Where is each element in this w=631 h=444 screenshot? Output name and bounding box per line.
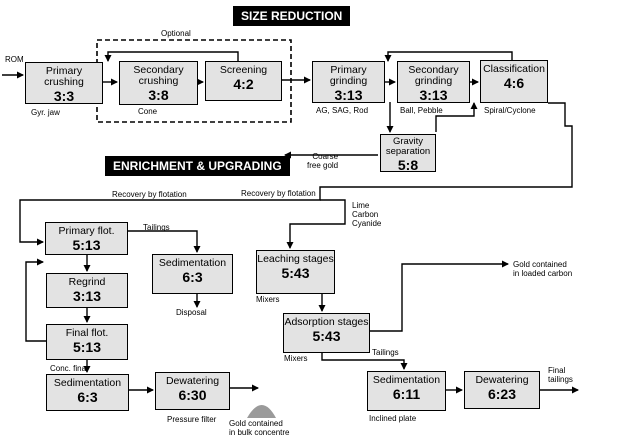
box-code: 4:2 xyxy=(233,76,254,92)
box-screening: Screening 4:2 xyxy=(205,61,282,101)
arrow-classification-return xyxy=(384,51,513,62)
optional-dashed-region xyxy=(96,39,292,123)
box-primary-grinding: Primary grinding 3:13 xyxy=(312,61,385,103)
label-recovery-flotation-1: Recovery by flotation xyxy=(241,189,316,198)
arrow-tailings-to-sedimentation xyxy=(128,230,201,253)
box-name: Classification xyxy=(483,63,545,75)
arrow-screening-return xyxy=(104,51,239,62)
label-cone: Cone xyxy=(138,107,158,116)
label-lime-carbon-cyanide: Lime Carbon Cyanide xyxy=(352,201,381,228)
box-code: 6:11 xyxy=(392,386,421,402)
box-name: Adsorption stages xyxy=(284,316,369,328)
label-ball-pebble: Ball, Pebble xyxy=(400,106,443,115)
box-code: 5:8 xyxy=(397,157,419,173)
box-code: 5:13 xyxy=(72,339,102,355)
label-line: Gold contained xyxy=(513,260,567,269)
box-code: 5:43 xyxy=(312,328,341,344)
box-code: 3:3 xyxy=(53,88,75,104)
box-name: Final flot. xyxy=(65,327,109,339)
label-line: in bulk concentre xyxy=(229,428,290,437)
box-name: Secondary grinding xyxy=(408,64,459,87)
label-inclined-plate: Inclined plate xyxy=(369,414,417,423)
box-regrind: Regrind 3:13 xyxy=(46,273,128,308)
box-classification: Classification 4:6 xyxy=(480,60,548,103)
arrow-classification-out xyxy=(19,102,573,246)
box-name: Sedimentation xyxy=(158,257,227,269)
label-line: Gold contained xyxy=(229,419,283,428)
box-name: Regrind xyxy=(68,276,106,288)
label-pressure-filter: Pressure filter xyxy=(167,415,217,424)
box-code: 3:8 xyxy=(148,87,169,103)
label-ag-sag-rod: AG, SAG, Rod xyxy=(316,106,369,115)
box-final-flot: Final flot. 5:13 xyxy=(46,324,128,360)
label-mixers-2: Mixers xyxy=(284,354,308,363)
box-code: 6:23 xyxy=(487,386,517,402)
label-gold-loaded-carbon: Gold contained in loaded carbon xyxy=(513,260,572,278)
box-primary-flot: Primary flot. 5:13 xyxy=(45,222,128,255)
label-disposal: Disposal xyxy=(176,308,207,317)
label-line: Final xyxy=(548,366,566,375)
box-secondary-grinding: Secondary grinding 3:13 xyxy=(397,61,470,103)
box-code: 3:13 xyxy=(334,87,363,103)
label-tailings-2: Tailings xyxy=(372,348,399,357)
label-rom: ROM xyxy=(5,55,24,64)
label-final-tailings: Final tailings xyxy=(548,366,573,384)
box-code: 3:13 xyxy=(419,87,448,103)
box-dewatering-left: Dewatering 6:30 xyxy=(155,372,230,410)
box-name: Leaching stages xyxy=(257,253,334,265)
box-adsorption-stages: Adsorption stages 5:43 xyxy=(283,313,370,353)
label-mixers-1: Mixers xyxy=(256,295,280,304)
arrow-adsorption-tailings xyxy=(321,353,408,370)
box-leaching-stages: Leaching stages 5:43 xyxy=(256,250,335,294)
label-gold-bulk-concentrate: Gold contained in bulk concentre xyxy=(229,419,289,437)
box-name: Sedimentation xyxy=(53,377,122,389)
label-conc-final: Conc. final xyxy=(50,364,88,373)
box-code: 6:30 xyxy=(178,387,207,403)
arrow-adsorption-gold-carbon xyxy=(370,260,509,332)
box-name: Primary grinding xyxy=(329,64,368,87)
arrow-final-flot-return xyxy=(25,258,46,342)
box-code: 3:13 xyxy=(72,288,102,304)
box-name: Primary flot. xyxy=(58,225,115,237)
box-name: Sedimentation xyxy=(372,374,441,386)
arrow-gravity-return xyxy=(435,102,478,132)
box-name: Primary crushing xyxy=(44,65,84,88)
box-name: Screening xyxy=(219,64,268,76)
box-sedimentation-left: Sedimentation 6:3 xyxy=(46,374,129,411)
label-spiral-cyclone: Spiral/Cyclone xyxy=(484,106,536,115)
arrow-to-leaching xyxy=(286,199,346,249)
box-code: 5:43 xyxy=(281,265,310,281)
label-line: Carbon xyxy=(352,210,379,219)
box-primary-crushing: Primary crushing 3:3 xyxy=(25,62,103,104)
box-dewatering-right: Dewatering 6:23 xyxy=(464,371,540,409)
box-secondary-crushing: Secondary crushing 3:8 xyxy=(119,61,198,105)
box-name: Dewatering xyxy=(475,374,529,386)
label-line: free gold xyxy=(307,161,339,170)
section-header-enrichment: ENRICHMENT & UPGRADING xyxy=(105,156,290,176)
section-header-size-reduction: SIZE REDUCTION xyxy=(233,6,351,26)
box-code: 4:6 xyxy=(503,75,525,91)
label-tailings-1: Tailings xyxy=(143,223,170,232)
label-gyr-jaw: Gyr. jaw xyxy=(31,108,60,117)
label-line: Cyanide xyxy=(352,219,382,228)
label-line: in loaded carbon xyxy=(513,269,573,278)
label-line: Lime xyxy=(352,201,370,210)
box-gravity-separation: Gravity separation 5:8 xyxy=(380,134,436,173)
box-code: 5:13 xyxy=(72,237,101,253)
box-name: Secondary crushing xyxy=(133,64,184,87)
box-code: 6:3 xyxy=(182,269,203,285)
label-recovery-flotation-2: Recovery by flotation xyxy=(112,190,187,199)
box-sedimentation-tailings: Sedimentation 6:3 xyxy=(152,254,233,294)
box-sedimentation-right: Sedimentation 6:11 xyxy=(367,371,446,411)
box-code: 6:3 xyxy=(77,389,98,405)
label-optional: Optional xyxy=(161,29,191,38)
label-coarse-free-gold: Coarse free gold xyxy=(307,152,338,170)
label-line: tailings xyxy=(548,375,573,384)
box-name: Gravity separation xyxy=(385,136,431,157)
gold-pile-icon xyxy=(247,405,276,418)
box-name: Dewatering xyxy=(165,375,220,387)
label-line: Coarse xyxy=(312,152,339,161)
